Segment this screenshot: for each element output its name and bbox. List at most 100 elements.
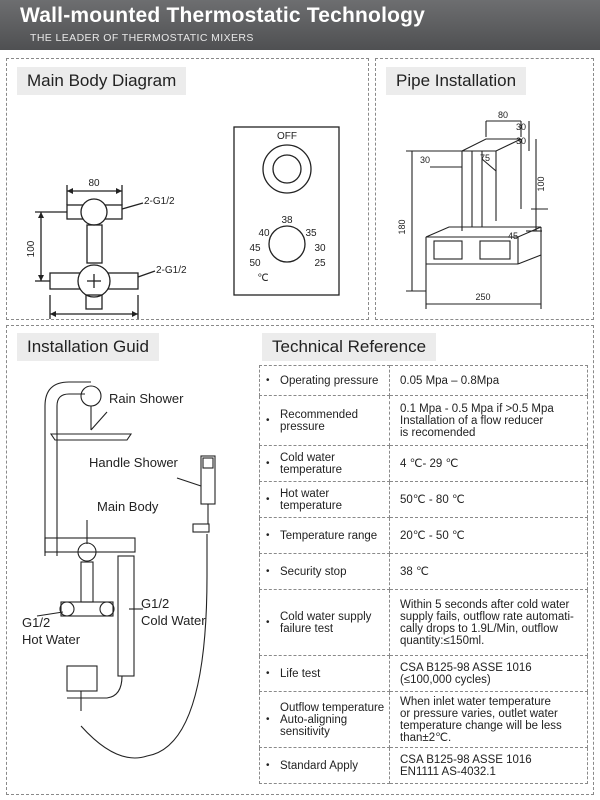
label-rain-shower: Rain Shower bbox=[109, 391, 184, 406]
tech-row-value-line: 4 ℃- 29 ℃ bbox=[400, 457, 459, 470]
tech-row-value-line: 20℃ - 50 ℃ bbox=[400, 529, 465, 542]
label-main-body: Main Body bbox=[97, 499, 159, 514]
temp-38: 38 bbox=[281, 215, 293, 226]
tech-row-value-line: 0.1 Mpa - 0.5 Mpa if >0.5 Mpa bbox=[400, 402, 554, 415]
label-hot-size: G1/2 bbox=[22, 615, 50, 630]
tech-row-label-line: temperature bbox=[280, 499, 343, 512]
temp-45: 45 bbox=[249, 243, 261, 254]
pipe-drawing: 80 30 30 30 75 180 100 45 250 bbox=[397, 110, 548, 309]
label-cold-size: G1/2 bbox=[141, 596, 169, 611]
tech-row-label-line: Standard Apply bbox=[280, 759, 359, 772]
tech-row-label-line: failure test bbox=[280, 622, 334, 635]
tech-row-label-line: Cold water supply bbox=[280, 610, 372, 623]
tech-row-value-line: Installation of a flow reducer bbox=[400, 414, 544, 427]
tech-row-label-line: temperature bbox=[280, 463, 343, 476]
tech-row: Life test CSA B125-98 ASSE 1016(≤100,000 … bbox=[259, 655, 588, 692]
tech-row-value-line: CSA B125-98 ASSE 1016 bbox=[400, 661, 532, 674]
label-cold-water: Cold Water bbox=[141, 613, 206, 628]
pipe-dim-100: 100 bbox=[536, 176, 546, 191]
tech-row-label: Temperature range bbox=[259, 517, 390, 554]
pipe-dim-180: 180 bbox=[397, 219, 407, 234]
tech-row-label: Operating pressure bbox=[259, 365, 390, 396]
temp-35: 35 bbox=[305, 228, 317, 239]
installation-guide-heading: Installation Guid bbox=[17, 333, 159, 361]
tech-row-label-line: Temperature range bbox=[280, 529, 378, 542]
pipe-dim-75: 75 bbox=[480, 153, 490, 163]
tech-row: Operating pressure 0.05 Mpa – 0.8Mpa bbox=[259, 365, 588, 396]
tech-row-value: CSA B125-98 ASSE 1016(≤100,000 cycles) bbox=[389, 655, 588, 692]
installation-drawing: Rain Shower Handle Shower Main Body G1/2… bbox=[22, 381, 216, 759]
temp-unit: ℃ bbox=[257, 273, 268, 284]
pipe-dim-80: 80 bbox=[498, 110, 508, 120]
pipe-dim-30-left: 30 bbox=[420, 155, 430, 165]
main-body-drawing: 80 100 140 2-G1/2 2-G1/2 OFF 38 40 35 45… bbox=[26, 126, 340, 319]
tech-row-value: 50℃ - 80 ℃ bbox=[389, 481, 588, 518]
tech-row-value-line: CSA B125-98 ASSE 1016 bbox=[400, 753, 532, 766]
temp-50: 50 bbox=[249, 258, 261, 269]
tech-row-value-line: (≤100,000 cycles) bbox=[400, 673, 491, 686]
tech-row: Outflow temperatureAuto-aligningsensitiv… bbox=[259, 691, 588, 748]
tech-row-value: 0.05 Mpa – 0.8Mpa bbox=[389, 365, 588, 396]
tech-row-value-line: cally drops to 1.9L/Min, outflow bbox=[400, 622, 558, 635]
tech-row-label-line: Hot water bbox=[280, 487, 330, 500]
pipe-dim-30-mid: 30 bbox=[516, 136, 526, 146]
port-bottom-label: 2-G1/2 bbox=[156, 265, 187, 276]
dim-side-label: 100 bbox=[26, 240, 37, 257]
main-body-diagram-panel: Main Body Diagram bbox=[6, 58, 369, 320]
tech-row-value: 38 ℃ bbox=[389, 553, 588, 590]
main-body-diagram-heading: Main Body Diagram bbox=[17, 67, 187, 95]
tech-row-value-line: 50℃ - 80 ℃ bbox=[400, 493, 465, 506]
temp-40: 40 bbox=[258, 228, 270, 239]
panel-off-label: OFF bbox=[277, 131, 297, 142]
tech-row-value-line: is recomended bbox=[400, 426, 476, 439]
header-banner: Wall-mounted Thermostatic Technology THE… bbox=[0, 0, 600, 50]
pipe-dim-30-top: 30 bbox=[516, 122, 526, 132]
tech-row-label-line: Security stop bbox=[280, 565, 347, 578]
tech-row-label: Life test bbox=[259, 655, 390, 692]
tech-row-value: 4 ℃- 29 ℃ bbox=[389, 445, 588, 482]
tech-row-label: Security stop bbox=[259, 553, 390, 590]
tech-row-value-line: than±2℃. bbox=[400, 731, 452, 744]
tech-row-value-line: 0.05 Mpa – 0.8Mpa bbox=[400, 374, 500, 387]
temp-25: 25 bbox=[314, 258, 326, 269]
tech-row-label-line: Cold water bbox=[280, 451, 335, 464]
tech-row-value-line: When inlet water temperature bbox=[400, 695, 551, 708]
tech-row-label-line: Auto-aligning bbox=[280, 713, 348, 726]
label-hot-water: Hot Water bbox=[22, 632, 81, 647]
pipe-dim-250: 250 bbox=[475, 292, 490, 302]
tech-row-label-line: pressure bbox=[280, 420, 325, 433]
tech-row-value: 20℃ - 50 ℃ bbox=[389, 517, 588, 554]
tech-row-label-line: Outflow temperature bbox=[280, 701, 385, 714]
temp-30: 30 bbox=[314, 243, 326, 254]
port-top-label: 2-G1/2 bbox=[144, 196, 175, 207]
tech-row-label: Outflow temperatureAuto-aligningsensitiv… bbox=[259, 691, 390, 748]
tech-row-value-line: Within 5 seconds after cold water bbox=[400, 598, 570, 611]
tech-row-value-line: EN1111 AS-4032.1 bbox=[400, 765, 496, 778]
page-title: Wall-mounted Thermostatic Technology bbox=[20, 4, 426, 27]
technical-reference-table: Operating pressure 0.05 Mpa – 0.8MpaRecom… bbox=[259, 365, 588, 784]
tech-row-label-line: Operating pressure bbox=[280, 374, 379, 387]
tech-row-value-line: or pressure varies, outlet water bbox=[400, 707, 558, 720]
tech-row-label-line: sensitivity bbox=[280, 725, 330, 738]
tech-row: Security stop 38 ℃ bbox=[259, 553, 588, 590]
tech-row-label-line: Life test bbox=[280, 667, 321, 680]
tech-row: Standard Apply CSA B125-98 ASSE 1016EN111… bbox=[259, 747, 588, 784]
tech-row: Temperature range 20℃ - 50 ℃ bbox=[259, 517, 588, 554]
page-subtitle: THE LEADER OF THERMOSTATIC MIXERS bbox=[30, 32, 254, 44]
pipe-dim-45: 45 bbox=[508, 231, 518, 241]
tech-row-value-line: 38 ℃ bbox=[400, 565, 429, 578]
tech-row-value-line: temperature change will be less bbox=[400, 719, 562, 732]
pipe-installation-panel: Pipe Installation bbox=[375, 58, 594, 320]
